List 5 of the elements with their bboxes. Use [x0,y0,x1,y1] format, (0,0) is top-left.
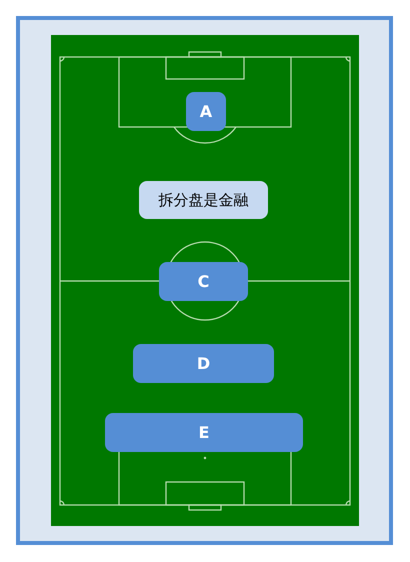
player-box: D [133,344,274,383]
text-box: 拆分盘是金融 [139,181,268,219]
player-box: A [186,92,226,131]
player-box: E [105,413,303,452]
player-box: C [159,262,248,301]
